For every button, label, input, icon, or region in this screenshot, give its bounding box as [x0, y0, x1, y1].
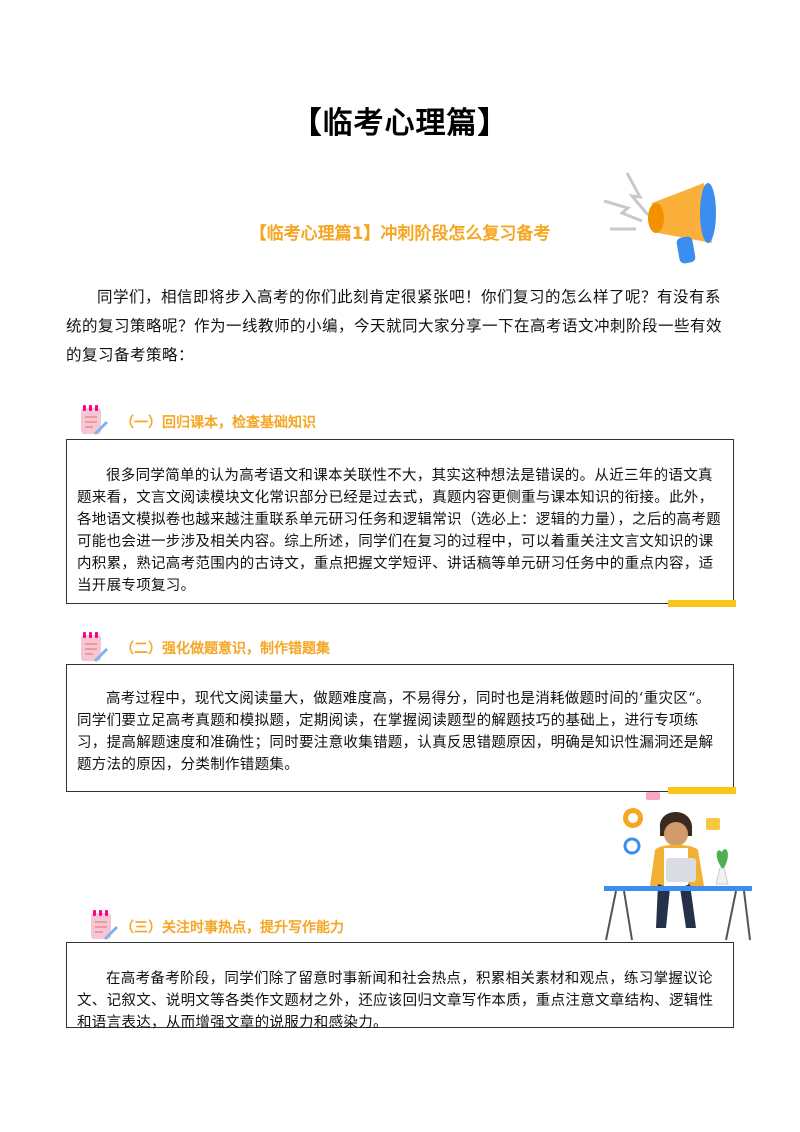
section-2-body: 高考过程中，现代文阅读量大，做题难度高，不易得分，同时也是消耗做题时间的‘重灾区…: [77, 691, 714, 773]
section-1-box: 很多同学简单的认为高考语文和课本关联性不大，其实这种想法是错误的。从近三年的语文…: [66, 439, 734, 604]
accent-bar: [668, 787, 736, 794]
section-1-body: 很多同学简单的认为高考语文和课本关联性不大，其实这种想法是错误的。从近三年的语文…: [77, 468, 721, 594]
notepad-icon: [81, 405, 108, 435]
page-title: 【临考心理篇】: [291, 106, 509, 141]
section-2-heading: （二）强化做题意识，制作错题集: [120, 641, 330, 657]
section-3-heading: （三）关注时事热点，提升写作能力: [120, 920, 344, 936]
section-3-box: 在高考备考阶段，同学们除了留意时事新闻和社会热点，积累相关素材和观点，练习掌握议…: [66, 942, 734, 1031]
section-2-box: 高考过程中，现代文阅读量大，做题难度高，不易得分，同时也是消耗做题时间的‘重灾区…: [66, 664, 734, 792]
subtitle: 【临考心理篇1】冲刺阶段怎么复习备考: [249, 224, 551, 244]
intro-paragraph: 同学们，相信即将步入高考的你们此刻肯定很紧张吧！你们复习的怎么样了呢？有没有系统…: [66, 288, 723, 364]
section-3-body: 在高考备考阶段，同学们除了留意时事新闻和社会热点，积累相关素材和观点，练习掌握议…: [77, 971, 714, 1031]
student-at-desk-illustration: [604, 792, 752, 941]
accent-bar: [668, 600, 736, 607]
megaphone-icon: [603, 172, 716, 264]
section-1-heading: （一）回归课本，检查基础知识: [120, 415, 316, 431]
notepad-icon: [81, 632, 108, 662]
notepad-icon: [91, 910, 118, 940]
